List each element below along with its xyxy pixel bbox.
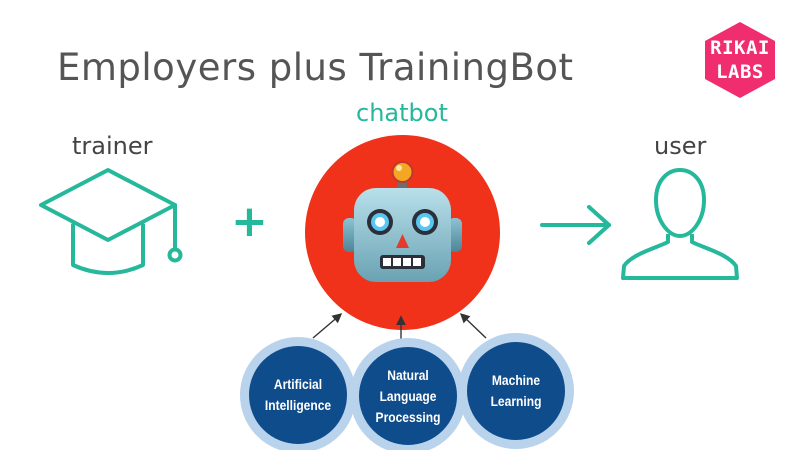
skill-text-line: Learning: [490, 393, 542, 409]
right-arrow-icon: [540, 205, 611, 245]
skill-natural-language-processing: Natural Language Processing: [350, 338, 466, 450]
skill-text-line: Natural: [387, 366, 429, 383]
user-label: user: [654, 132, 707, 160]
graduation-cap-icon: [39, 168, 183, 275]
logo-line-2: LABS: [716, 61, 764, 83]
skill-text-line: Processing: [375, 408, 441, 425]
user-silhouette-icon: [621, 168, 739, 280]
logo-line-1: RIKAI: [710, 37, 770, 59]
rikai-labs-logo: RIKAI LABS: [700, 20, 780, 100]
skill-text-line: Intelligence: [264, 397, 332, 413]
skill-machine-learning: Machine Learning: [458, 333, 574, 449]
hexagon-icon: [705, 22, 775, 98]
skill-text-line: Artificial: [273, 376, 323, 392]
skill-text-line: Language: [379, 387, 437, 404]
skill-text-line: Machine: [491, 372, 541, 388]
page-title: Employers plus TrainingBot: [57, 46, 574, 89]
chatbot-label: chatbot: [356, 99, 448, 127]
skill-artificial-intelligence: Artificial Intelligence: [240, 337, 356, 450]
trainer-label: trainer: [72, 132, 153, 160]
robot-face-icon: [343, 161, 462, 282]
plus-operator: +: [231, 196, 268, 247]
